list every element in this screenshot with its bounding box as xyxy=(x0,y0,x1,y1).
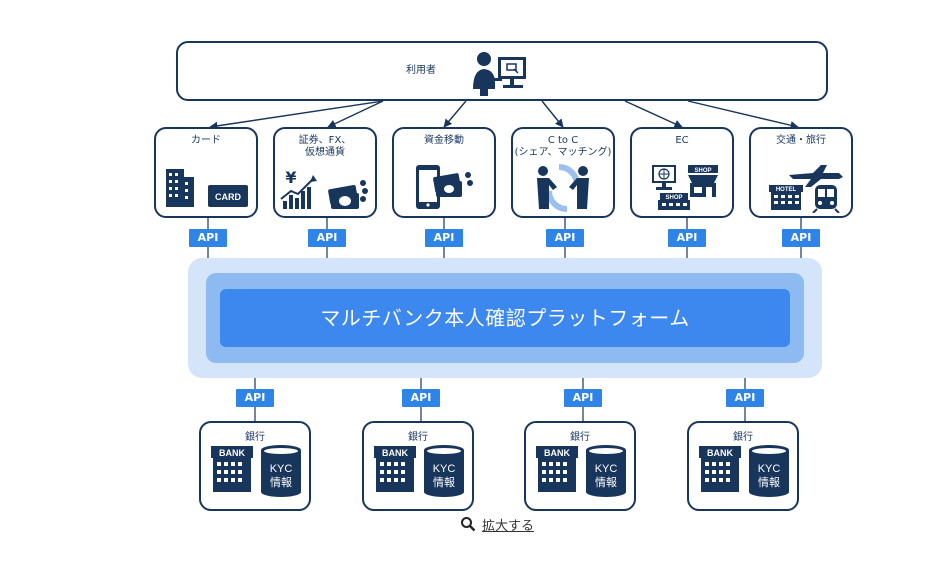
svg-text:KYC: KYC xyxy=(758,463,781,475)
arrow-to-ctoc xyxy=(541,100,564,128)
bank-label: 銀行 xyxy=(408,432,428,443)
service-label-ec: EC xyxy=(675,135,689,146)
api-badge-securities: API xyxy=(308,229,346,247)
zoom-link[interactable]: 拡大する xyxy=(460,514,534,534)
api-badge-bank-3: API xyxy=(564,389,602,407)
yen-symbol: ¥ xyxy=(285,168,296,187)
svg-text:BANK: BANK xyxy=(382,448,408,458)
card-text: CARD xyxy=(215,192,241,202)
bank-label: 銀行 xyxy=(570,432,590,443)
svg-text:KYC: KYC xyxy=(595,463,618,475)
api-badge-travel: API xyxy=(782,229,820,247)
shop-text-1: SHOP xyxy=(694,168,711,174)
phone-money-icon xyxy=(416,165,473,209)
magnifier-icon[interactable] xyxy=(460,516,476,532)
bank-kyc-icon: BANK KYC 情報 xyxy=(374,445,464,497)
svg-text:KYC: KYC xyxy=(270,463,293,475)
bank-label: 銀行 xyxy=(733,432,753,443)
api-badge-bank-2: API xyxy=(402,389,440,407)
zoom-label[interactable]: 拡大する xyxy=(482,518,535,534)
bank-box: 銀行 BANK KYC 情報 xyxy=(524,421,636,511)
svg-text:情報: 情報 xyxy=(758,476,780,489)
api-badge-card: API xyxy=(189,229,227,247)
service-ctoc: C to C (シェア、マッチング) xyxy=(511,127,615,218)
service-ec: EC SHOP SHOP xyxy=(630,127,734,218)
bank-box: 銀行 BANK KYC 情報 xyxy=(687,421,799,511)
platform-title: マルチバンク本人確認プラットフォーム xyxy=(220,289,790,347)
service-securities: 証券、FX、 仮想通貨 ¥ xyxy=(273,127,377,218)
service-transfer: 資金移動 xyxy=(392,127,496,218)
bank-box: 銀行 BANK KYC 情報 xyxy=(199,421,311,511)
svg-text:BANK: BANK xyxy=(544,448,570,458)
plane-hotel-train-icon: HOTEL xyxy=(769,165,843,213)
service-label-ctoc: C to C (シェア、マッチング) xyxy=(514,135,612,158)
bank-label: 銀行 xyxy=(245,432,265,443)
svg-text:情報: 情報 xyxy=(595,476,617,489)
service-travel: 交通・旅行 HOTEL xyxy=(749,127,853,218)
service-card: カード CARD xyxy=(154,127,258,218)
handshake-icon xyxy=(537,164,589,212)
bank-kyc-icon: BANK KYC 情報 xyxy=(699,445,789,497)
bank-kyc-icon: BANK KYC 情報 xyxy=(211,445,301,497)
bank-kyc-icon: BANK KYC 情報 xyxy=(536,445,626,497)
user-box: 利用者 xyxy=(176,41,828,101)
arrow-to-ec xyxy=(624,100,683,128)
svg-text:KYC: KYC xyxy=(433,463,456,475)
hotel-text: HOTEL xyxy=(776,187,797,193)
api-badge-bank-4: API xyxy=(726,389,764,407)
shop-globe-icon: SHOP SHOP xyxy=(652,165,718,210)
api-badge-bank-1: API xyxy=(236,389,274,407)
arrow-to-transfer xyxy=(443,100,467,128)
shop-text-2: SHOP xyxy=(665,195,682,201)
service-label-securities: 証券、FX、 仮想通貨 xyxy=(298,135,352,158)
svg-text:BANK: BANK xyxy=(219,448,245,458)
svg-text:情報: 情報 xyxy=(433,476,455,489)
user-label: 利用者 xyxy=(406,65,436,76)
service-label-card: カード xyxy=(191,135,221,146)
user-at-computer-icon xyxy=(473,52,526,96)
svg-text:情報: 情報 xyxy=(270,476,292,489)
arrow-to-travel xyxy=(687,100,799,130)
api-badge-ctoc: API xyxy=(546,229,584,247)
service-label-travel: 交通・旅行 xyxy=(776,135,826,146)
arrow-to-securities xyxy=(327,100,384,128)
arrow-to-card xyxy=(209,100,384,131)
api-badge-ec: API xyxy=(668,229,706,247)
bank-box: 銀行 BANK KYC 情報 xyxy=(362,421,474,511)
yen-chart-coins-icon: ¥ xyxy=(280,168,368,209)
svg-text:BANK: BANK xyxy=(707,448,733,458)
card-buildings-icon: CARD xyxy=(166,169,248,207)
service-label-transfer: 資金移動 xyxy=(424,135,464,146)
api-badge-transfer: API xyxy=(425,229,463,247)
